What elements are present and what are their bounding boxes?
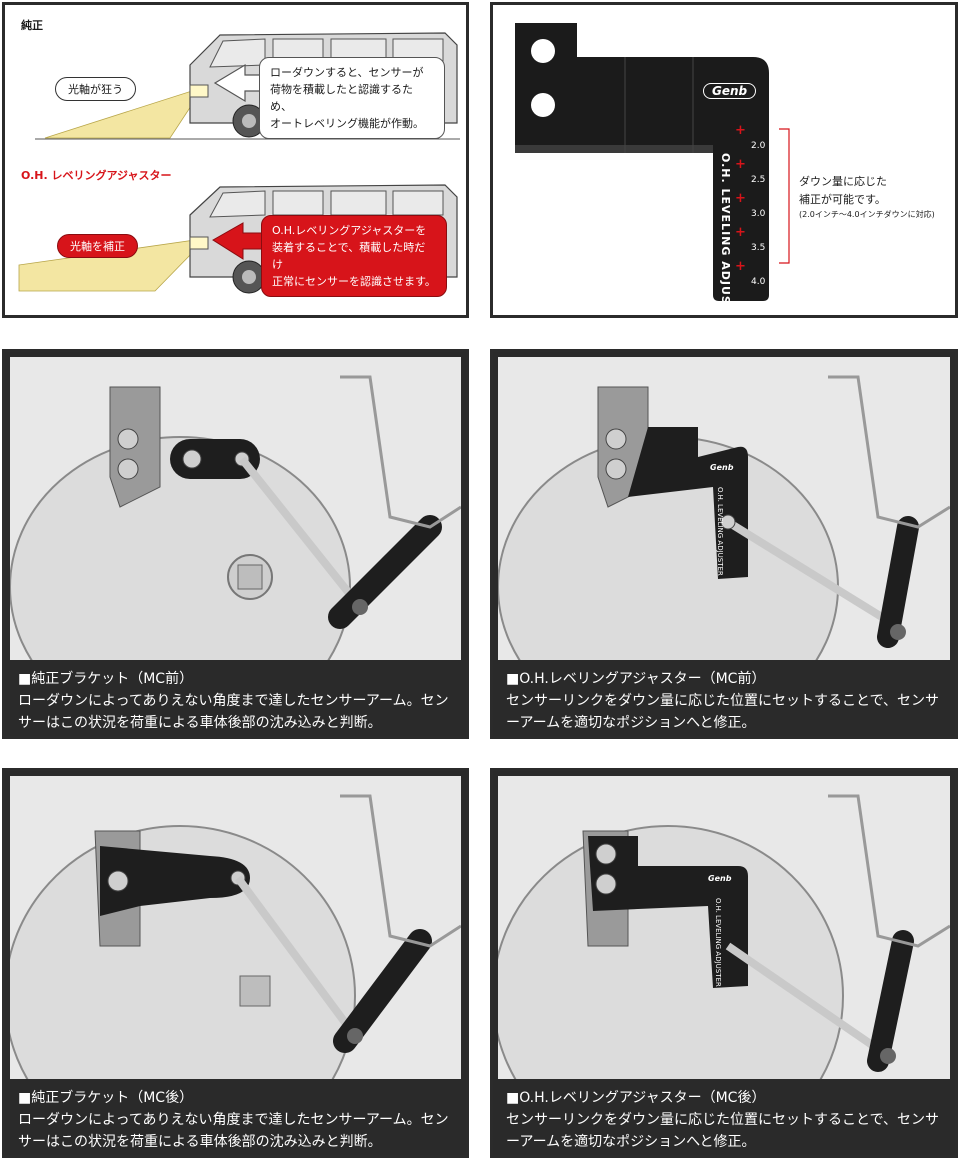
photo-panel-adjuster-mc-before: Genb O.H. LEVELING ADJUSTER ■O.H.レベリングアジ… <box>490 349 958 739</box>
note-line-1: ダウン量に応じた <box>799 175 887 188</box>
photo-panel-stock-mc-after: ■純正ブラケット（MC後） ローダウンによってありえない角度まで達したセンサーア… <box>2 768 469 1158</box>
slot-plus-3: + <box>735 191 746 206</box>
stock-section-label: 純正 <box>21 19 43 32</box>
photo-caption: ■純正ブラケット（MC前） ローダウンによってありえない角度まで達したセンサーア… <box>10 664 461 731</box>
scale-value: 3.5 <box>751 243 766 253</box>
photo-panel-adjuster-mc-after: Genb O.H. LEVELING ADJUSTER ■O.H.レベリングアジ… <box>490 768 958 1158</box>
headlight-comparison-panel: 純正 光軸が狂う ローダウンすると、センサーが 荷物を積載したと認識するため、 … <box>2 2 469 318</box>
slot-plus-2: + <box>735 157 746 172</box>
adjusted-status-pill: 光軸を補正 <box>57 234 138 258</box>
adjuster-explanation-bubble: O.H.レベリングアジャスターを 装着することで、積載した時だけ 正常にセンサー… <box>261 215 447 297</box>
adjuster-bracket-photo-before: Genb O.H. LEVELING ADJUSTER <box>498 357 950 660</box>
photo-panel-stock-mc-before: ■純正ブラケット（MC前） ローダウンによってありえない角度まで達したセンサーア… <box>2 349 469 739</box>
engine-bay-illustration <box>498 776 950 1079</box>
plate-logo: Genb <box>703 83 757 99</box>
scale-value: 4.0 <box>751 277 766 287</box>
illustration-plate-text: O.H. LEVELING ADJUSTER <box>716 487 724 576</box>
plate-scale: + + + + + 2.0 2.5 3.0 3.5 4.0 <box>731 123 771 293</box>
range-bracket <box>779 128 790 264</box>
caption-text: センサーリンクをダウン量に応じた位置にセットすることで、センサーアームを適切なポ… <box>506 1112 940 1150</box>
photo-caption: ■O.H.レベリングアジャスター（MC前） センサーリンクをダウン量に応じた位置… <box>498 664 950 731</box>
adjuster-bracket-photo-after: Genb O.H. LEVELING ADJUSTER <box>498 776 950 1079</box>
stock-bracket-photo-before <box>10 357 461 660</box>
engine-bay-illustration <box>10 357 461 660</box>
note-small: (2.0インチ〜4.0インチダウンに対応) <box>799 210 935 219</box>
caption-title: ■純正ブラケット（MC前） <box>18 671 194 687</box>
engine-bay-illustration <box>498 357 950 660</box>
stock-bracket-photo-after <box>10 776 461 1079</box>
engine-bay-illustration <box>10 776 461 1079</box>
photo-caption: ■純正ブラケット（MC後） ローダウンによってありえない角度まで達したセンサーア… <box>10 1083 461 1150</box>
adjuster-section-label: O.H. レベリングアジャスター <box>21 169 172 182</box>
stock-status-pill: 光軸が狂う <box>55 77 136 101</box>
scale-value: 2.5 <box>751 175 766 185</box>
slot-plus-5: + <box>735 259 746 274</box>
adjuster-plate-panel: Genb O.H. LEVELING ADJUSTER + + + + + 2.… <box>490 2 958 318</box>
scale-value: 2.0 <box>751 141 766 151</box>
illustration-plate-text: O.H. LEVELING ADJUSTER <box>714 898 722 987</box>
caption-title: ■純正ブラケット（MC後） <box>18 1090 194 1106</box>
caption-text: ローダウンによってありえない角度まで達したセンサーアーム。センサーはこの状況を荷… <box>18 1112 449 1150</box>
plate-vertical-text: O.H. LEVELING ADJUSTER <box>719 153 732 318</box>
caption-text: センサーリンクをダウン量に応じた位置にセットすることで、センサーアームを適切なポ… <box>506 693 940 731</box>
illustration-plate-logo: Genb <box>710 463 734 472</box>
caption-text: ローダウンによってありえない角度まで達したセンサーアーム。センサーはこの状況を荷… <box>18 693 449 731</box>
caption-title: ■O.H.レベリングアジャスター（MC後） <box>506 1090 766 1106</box>
slot-plus-1: + <box>735 123 746 138</box>
slot-plus-4: + <box>735 225 746 240</box>
scale-value: 3.0 <box>751 209 766 219</box>
adjusted-beam <box>18 239 196 292</box>
caption-title: ■O.H.レベリングアジャスター（MC前） <box>506 671 766 687</box>
stock-explanation-bubble: ローダウンすると、センサーが 荷物を積載したと認識するため、 オートレベリング機… <box>259 57 445 139</box>
note-line-2: 補正が可能です。 <box>799 193 886 206</box>
photo-caption: ■O.H.レベリングアジャスター（MC後） センサーリンクをダウン量に応じた位置… <box>498 1083 950 1150</box>
illustration-plate-logo: Genb <box>708 874 732 883</box>
